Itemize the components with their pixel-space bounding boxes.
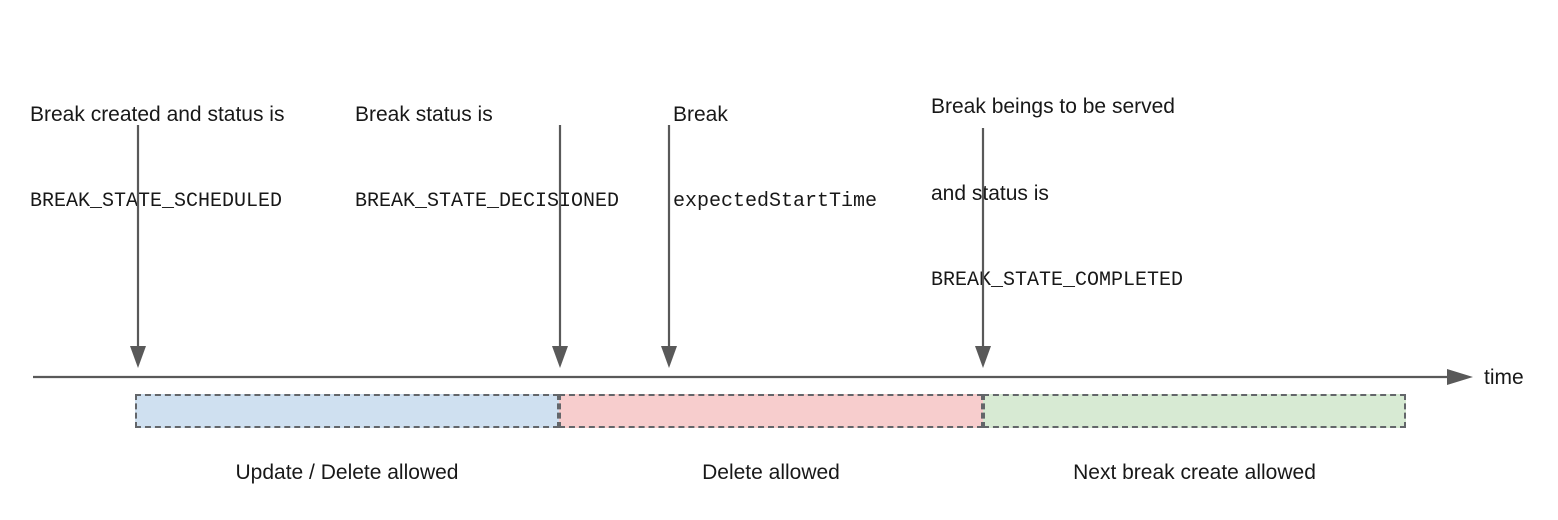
time-axis-line [33,369,1473,385]
phase-bar-update-delete [135,394,559,428]
phase-caption-update-delete: Update / Delete allowed [235,461,459,484]
phase-caption-delete-only: Delete allowed [702,461,840,484]
event-label-expected-start: Break expectedStartTime [673,42,877,274]
event-marker-arrow-scheduled [130,125,146,368]
arrow-right-icon [1447,369,1473,385]
event-marker-arrow-expected-start [661,125,677,368]
time-axis-label: time [1484,366,1524,389]
event-label-line2: BREAK_STATE_DECISIONED [355,190,620,213]
event-marker-arrow-decisioned [552,125,568,368]
event-label-line1: Break status is [355,103,493,126]
phase-bar-delete-only [559,394,983,428]
event-label-line1: Break beings to be served [931,95,1175,118]
event-marker-arrow-completed [975,128,991,368]
event-label-decisioned: Break status is BREAK_STATE_DECISIONED [355,42,619,274]
event-label-line1: Break created and status is [30,103,285,126]
event-label-line2: and status is [931,182,1049,205]
phase-bar-next-break [983,394,1406,428]
event-label-scheduled: Break created and status is BREAK_STATE_… [30,42,284,274]
event-label-line2: expectedStartTime [673,190,878,213]
event-label-line2: BREAK_STATE_SCHEDULED [30,190,283,213]
event-label-line3: BREAK_STATE_COMPLETED [931,269,1184,292]
event-label-line1: Break [673,103,728,126]
event-label-completed: Break beings to be served and status is … [931,34,1183,353]
phase-caption-next-break: Next break create allowed [1073,461,1316,484]
